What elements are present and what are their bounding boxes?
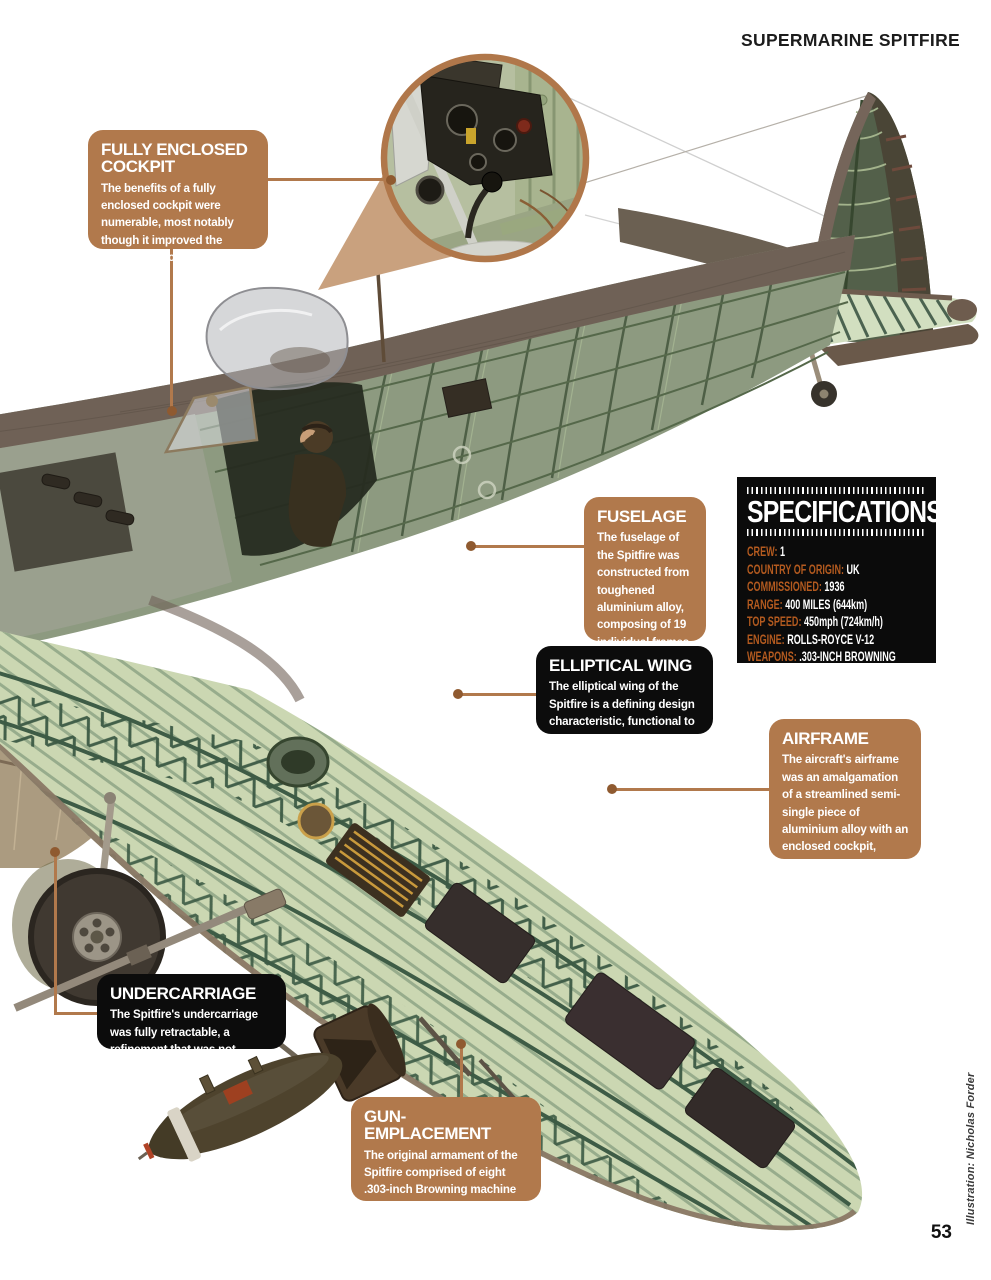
leader-cockpit-down (170, 246, 173, 410)
leader-airframe (614, 788, 770, 791)
fuselage (0, 235, 855, 649)
leader-fuselage (472, 545, 585, 548)
leader-cockpit-right (266, 178, 390, 181)
leader-dot-cockpit-right (386, 175, 396, 185)
leader-dot-undercarriage (50, 847, 60, 857)
callout-title: UNDERCARRIAGE (110, 984, 256, 1003)
leader-dot-cockpit-down (167, 406, 177, 416)
canopy (205, 286, 349, 391)
page-header: SUPERMARINE SPITFIRE (741, 30, 960, 50)
radio-box (441, 378, 493, 418)
callout-body: The aircraft's airframe was an amalgamat… (782, 753, 909, 906)
leader-gun-emplacement (460, 1046, 463, 1099)
callout-title: AIRFRAME (782, 729, 869, 748)
tickbar-bottom (747, 529, 926, 536)
spec-row-top-speed: TOP SPEED: 450mph (724km/h) (747, 614, 883, 630)
spec-row-country: COUNTRY OF ORIGIN: UK (747, 561, 860, 577)
callout-gun-emplacement: GUN-EMPLACEMENT The original armament of… (351, 1097, 541, 1231)
spec-row-crew: CREW: 1 (747, 544, 786, 559)
pilot-figure (288, 421, 347, 547)
callout-title: FUSELAGE (597, 507, 687, 526)
spec-row-weapons: WEAPONS: .303-INCH BROWNING MACHINE GUNS… (747, 649, 896, 700)
callout-airframe: AIRFRAME The aircraft's airframe was an … (769, 719, 921, 905)
leader-dot-gun-emplacement (456, 1039, 466, 1049)
cockpit-inset (380, 53, 590, 263)
callout-fully-enclosed-cockpit: FULLY ENCLOSED COCKPIT The benefits of a… (88, 130, 268, 264)
callout-body: The fuselage of the Spitfire was constru… (597, 531, 692, 649)
specifications-panel: SPECIFICATIONS CREW: 1 COUNTRY OF ORIGIN… (737, 477, 943, 699)
callout-fuselage: FUSELAGE The fuselage of the Spitfire wa… (584, 497, 706, 649)
leader-undercarriage-v (54, 854, 57, 1015)
callout-undercarriage: UNDERCARRIAGE The Spitfire's undercarria… (97, 974, 286, 1091)
cockpit (163, 382, 377, 556)
tickbar-top (747, 487, 926, 494)
leader-elliptical-wing (460, 693, 537, 696)
inset-wedge (318, 161, 470, 290)
specifications-rows: CREW: 1 COUNTRY OF ORIGIN: UK COMMISSION… (747, 543, 927, 701)
illustration-credit: Illustration: Nicholas Forder (965, 1072, 977, 1226)
leader-dot-elliptical-wing (453, 689, 463, 699)
specifications-title: SPECIFICATIONS (747, 494, 943, 529)
callout-body: The benefits of a fully enclosed cockpit… (101, 181, 234, 265)
spec-row-commissioned: COMMISSIONED: 1936 (747, 579, 845, 595)
callout-elliptical-wing: ELLIPTICAL WING The elliptical wing of t… (536, 646, 713, 780)
leader-undercarriage-h (54, 1012, 99, 1015)
bomb (137, 1003, 406, 1162)
spec-row-range: RANGE: 400 MILES (644km) (747, 596, 868, 612)
callout-body: The Spitfire's undercarriage was fully r… (110, 1008, 258, 1091)
spec-row-engine: ENGINE: ROLLS-ROYCE V-12 (747, 631, 875, 647)
callout-body: The original armament of the Spitfire co… (364, 1148, 525, 1232)
callout-title: FULLY ENCLOSED COCKPIT (101, 140, 248, 177)
callout-body: The elliptical wing of the Spitfire is a… (549, 680, 698, 781)
page-number: 53 (930, 1222, 952, 1243)
leader-dot-fuselage (466, 541, 476, 551)
callout-title: GUN-EMPLACEMENT (364, 1107, 491, 1144)
callout-title: ELLIPTICAL WING (549, 656, 692, 675)
leader-dot-airframe (607, 784, 617, 794)
